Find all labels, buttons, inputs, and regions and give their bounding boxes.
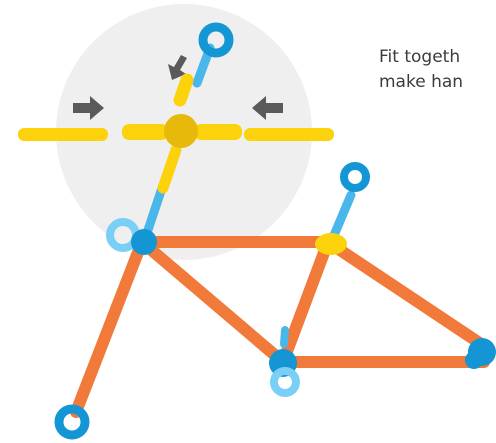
hook-icon (340, 162, 370, 192)
blue-rod-small (280, 326, 289, 348)
yellow-rod-left (18, 128, 108, 141)
arrow-icon (168, 55, 187, 80)
blue-joint-leg (54, 404, 90, 440)
blue-joint-right (465, 338, 496, 369)
blue-rod-lower (141, 183, 167, 241)
yellow-joint (315, 233, 347, 255)
orange-rod-leg (70, 236, 148, 418)
blue-rod-top (192, 22, 234, 88)
blue-joint-left (106, 218, 157, 255)
blue-joint-bottom (269, 349, 300, 397)
connector-icon (122, 73, 242, 194)
arrow-icon (73, 96, 104, 120)
orange-rod-right (322, 236, 490, 352)
arrow-icon (252, 96, 283, 120)
blue-rod-right (327, 162, 370, 245)
orange-rod-diagonal (136, 236, 289, 368)
caption-text: Fit togeth make han (379, 47, 464, 92)
orange-frame (70, 236, 490, 418)
yellow-rod-right (244, 128, 334, 141)
orange-rod-mid (277, 236, 334, 368)
hook-icon (198, 22, 234, 58)
hook-icon (54, 404, 90, 440)
